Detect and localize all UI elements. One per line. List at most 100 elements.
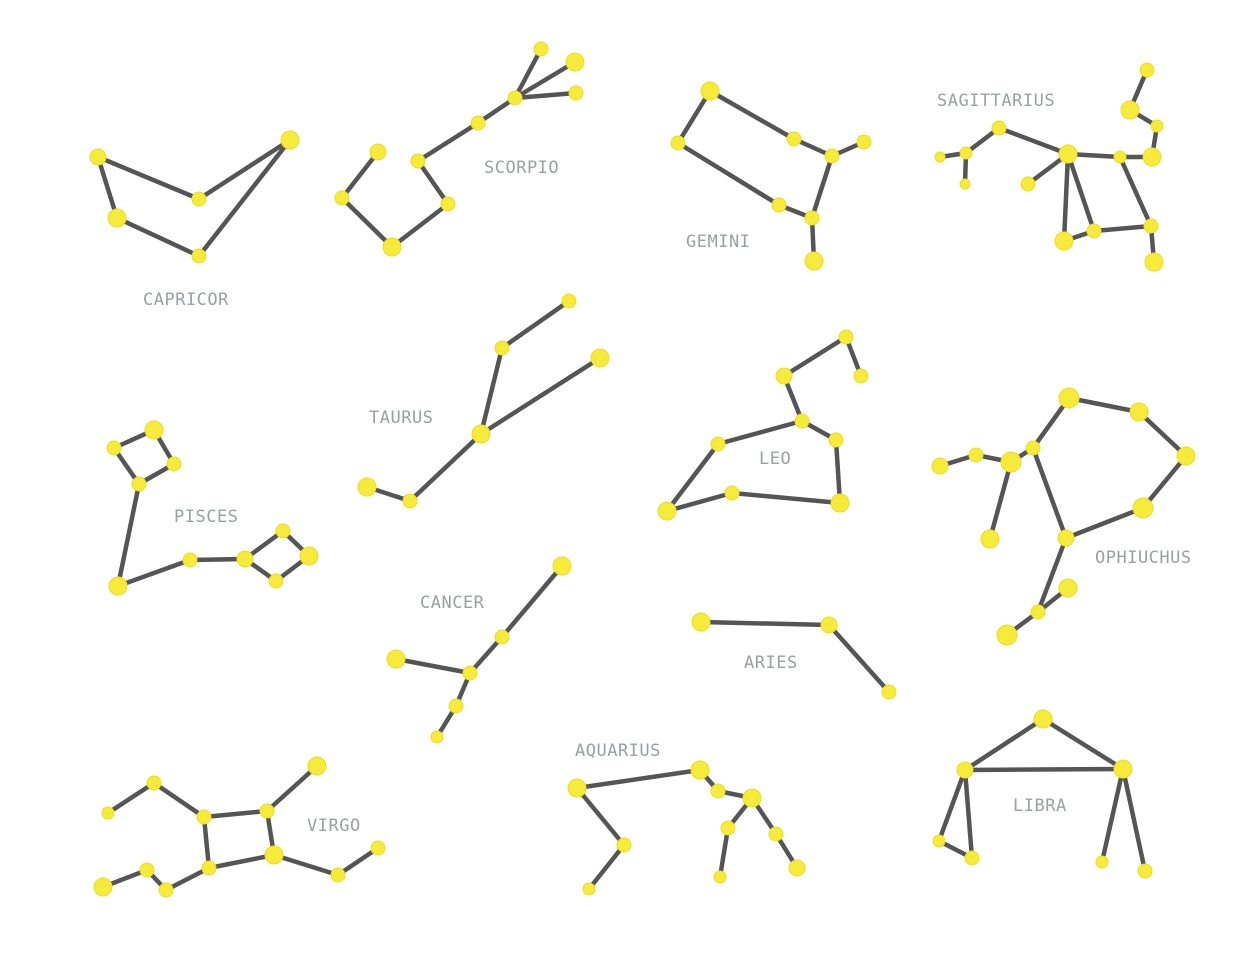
cancer-star-2 (494, 629, 510, 645)
scorpio-line-5 (415, 120, 481, 164)
leo-star-4 (794, 413, 810, 429)
leo-star-1 (838, 329, 854, 345)
aries-star-2 (820, 616, 838, 634)
gemini-line-5 (675, 140, 782, 208)
leo-line-7 (664, 490, 735, 514)
libra-line-1 (962, 716, 1046, 773)
label-taurus: TAURUS (369, 408, 433, 428)
scorpio-star-5 (410, 153, 426, 169)
aries-line-2 (826, 622, 892, 695)
sagittarius-star-8 (1142, 147, 1162, 167)
label-cancer: CANCER (420, 593, 485, 613)
leo-line-6 (664, 441, 721, 514)
cancer-line-3 (393, 656, 473, 676)
cancer-star-3 (462, 665, 478, 681)
virgo-star-7 (201, 860, 217, 876)
aries-line-1 (698, 619, 832, 628)
sagittarius-star-1 (934, 151, 946, 163)
scorpio-star-4 (440, 196, 456, 212)
scorpio-line-9 (512, 90, 579, 101)
taurus-star-1 (561, 293, 577, 309)
libra-line-8 (1120, 766, 1148, 874)
scorpio-star-10 (568, 85, 584, 101)
libra-line-4 (936, 767, 968, 844)
ophiuchus-line-10 (987, 459, 1014, 542)
sagittarius-star-14 (1143, 218, 1159, 234)
capricor-line-2 (95, 154, 202, 202)
virgo-line-7 (206, 852, 277, 871)
sagittarius-line-13 (1117, 154, 1154, 229)
leo-star-6 (710, 436, 726, 452)
virgo-line-12 (335, 845, 381, 878)
sagittarius-star-4 (991, 120, 1007, 136)
ophiuchus-star-13 (996, 624, 1018, 646)
label-capricor: CAPRICOR (143, 290, 229, 310)
pisces-star-1 (144, 420, 164, 440)
label-ophiuchus: OPHIUCHUS (1095, 548, 1192, 568)
cancer-line-1 (499, 563, 565, 640)
scorpio-line-2 (339, 195, 395, 250)
pisces-star-3 (166, 456, 182, 472)
gemini-star-5 (856, 134, 872, 150)
scorpio-line-1 (339, 149, 381, 201)
virgo-star-2 (146, 775, 162, 791)
leo-star-8 (724, 485, 740, 501)
gemini-star-4 (824, 148, 840, 164)
pisces-star-7 (236, 550, 254, 568)
gemini-star-6 (771, 197, 787, 213)
ophiuchus-line-11 (1035, 535, 1069, 615)
taurus-star-4 (471, 424, 491, 444)
constellation-lines (95, 46, 1189, 893)
aquarius-star-6 (582, 882, 596, 896)
sagittarius-star-10 (1120, 100, 1140, 120)
ophiuchus-star-3 (1000, 451, 1022, 473)
label-virgo: VIRGO (307, 816, 361, 836)
pisces-star-5 (108, 576, 128, 596)
leo-line-5 (715, 418, 805, 447)
aquarius-star-5 (616, 837, 632, 853)
leo-star-9 (830, 493, 850, 513)
gemini-star-8 (804, 251, 824, 271)
capricor-star-2 (107, 208, 127, 228)
cancer-star-4 (386, 649, 406, 669)
gemini-line-7 (809, 153, 835, 221)
label-aquarius: AQUARIUS (575, 741, 661, 761)
virgo-star-11 (330, 867, 346, 883)
sagittarius-line-11 (1061, 151, 1071, 244)
aquarius-star-8 (768, 826, 784, 842)
cancer-star-6 (430, 730, 444, 744)
pisces-line-7 (187, 556, 248, 563)
ophiuchus-star-6 (1129, 402, 1149, 422)
ophiuchus-star-8 (1132, 497, 1154, 519)
libra-star-4 (932, 834, 946, 848)
pisces-star-10 (268, 573, 284, 589)
sagittarius-star-13 (1086, 223, 1102, 239)
virgo-line-4 (264, 763, 320, 814)
ophiuchus-line-8 (1063, 505, 1146, 541)
capricor-star-1 (89, 148, 107, 166)
sagittarius-star-7 (1113, 150, 1127, 164)
gemini-star-7 (804, 210, 820, 226)
virgo-line-5 (201, 814, 212, 871)
sagittarius-star-6 (1020, 176, 1036, 192)
capricor-line-5 (196, 137, 293, 259)
capricor-star-4 (191, 248, 207, 264)
leo-star-3 (775, 367, 793, 385)
aquarius-star-7 (720, 820, 736, 836)
aquarius-star-10 (788, 859, 806, 877)
pisces-line-6 (115, 557, 193, 589)
virgo-star-5 (307, 756, 327, 776)
taurus-line-1 (499, 298, 572, 351)
scorpio-line-8 (512, 59, 578, 101)
ophiuchus-star-9 (1057, 529, 1075, 547)
scorpio-star-7 (507, 90, 523, 106)
pisces-star-4 (131, 476, 147, 492)
sagittarius-star-15 (1144, 252, 1164, 272)
gemini-star-2 (670, 135, 686, 151)
scorpio-line-7 (512, 46, 544, 101)
libra-star-3 (1113, 759, 1133, 779)
ophiuchus-star-10 (980, 529, 1000, 549)
sagittarius-line-15 (1091, 223, 1154, 234)
label-gemini: GEMINI (686, 232, 750, 252)
ophiuchus-line-7 (1140, 453, 1189, 511)
